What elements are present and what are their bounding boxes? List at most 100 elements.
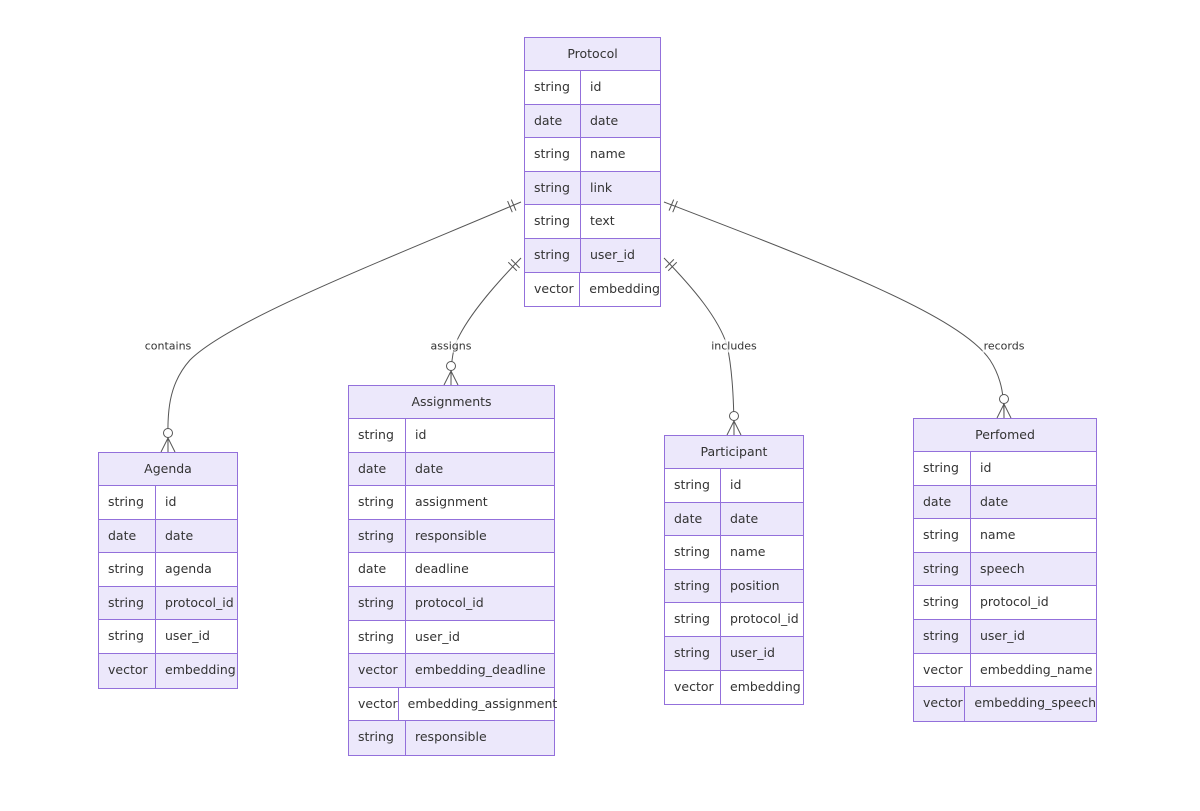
relationship-line bbox=[167, 201, 522, 453]
entity-title: Assignments bbox=[349, 386, 554, 419]
attribute-name: embedding bbox=[589, 280, 660, 296]
attribute-name: embedding bbox=[165, 661, 236, 677]
cardinality-zero-mark bbox=[729, 411, 739, 421]
cardinality-many-mark bbox=[996, 403, 1005, 419]
entity-title: Perfomed bbox=[914, 419, 1096, 452]
attribute-type: string bbox=[525, 238, 581, 272]
attribute-type: string bbox=[525, 71, 581, 104]
attribute-type: string bbox=[914, 586, 971, 619]
attribute-type: string bbox=[349, 486, 406, 519]
attribute-name: name bbox=[730, 544, 766, 560]
attribute-name: embedding_name bbox=[980, 661, 1093, 677]
cardinality-one-mark bbox=[507, 261, 518, 272]
attribute-name: assignment bbox=[415, 494, 488, 510]
attribute-type: string bbox=[525, 205, 581, 238]
cardinality-one-mark bbox=[672, 200, 678, 213]
attribute-row: string user_id bbox=[525, 238, 660, 273]
relationship-label-contains: contains bbox=[143, 339, 193, 353]
relationship-label-assigns: assigns bbox=[429, 339, 473, 353]
cardinality-one-mark bbox=[510, 259, 520, 269]
attribute-name: speech bbox=[980, 560, 1025, 576]
attribute-name: date bbox=[980, 493, 1009, 509]
attribute-name: responsible bbox=[415, 527, 487, 543]
attribute-name: date bbox=[590, 112, 619, 128]
attribute-name: deadline bbox=[415, 561, 469, 577]
attribute-name: date bbox=[415, 460, 444, 476]
attribute-name: embedding bbox=[730, 678, 801, 694]
attribute-type: string bbox=[349, 620, 406, 654]
attribute-type: string bbox=[349, 721, 406, 755]
attribute-row: string user_id bbox=[349, 620, 554, 655]
attribute-type: date bbox=[665, 502, 721, 536]
attribute-type: vector bbox=[914, 653, 971, 687]
attribute-name: protocol_id bbox=[730, 611, 799, 627]
relationship-label-includes: includes bbox=[710, 339, 758, 353]
attribute-name: user_id bbox=[415, 628, 460, 644]
cardinality-many-mark bbox=[450, 370, 459, 386]
attribute-type: string bbox=[914, 519, 971, 552]
attribute-name: responsible bbox=[415, 729, 487, 745]
attribute-type: string bbox=[914, 619, 971, 653]
attribute-type: vector bbox=[349, 654, 406, 687]
attribute-type: vector bbox=[665, 670, 721, 705]
cardinality-one-mark bbox=[510, 199, 517, 211]
cardinality-one-mark bbox=[507, 200, 513, 213]
cardinality-one-mark bbox=[665, 259, 675, 269]
attribute-name: name bbox=[980, 527, 1016, 543]
attribute-type: date bbox=[99, 519, 156, 553]
cardinality-zero-mark bbox=[163, 428, 173, 438]
attribute-name: user_id bbox=[730, 644, 775, 660]
attribute-type: string bbox=[665, 469, 721, 502]
cardinality-many-mark bbox=[726, 420, 735, 436]
attribute-name: date bbox=[730, 510, 759, 526]
attribute-type: string bbox=[665, 603, 721, 636]
attribute-name: embedding_assignment bbox=[407, 695, 558, 711]
attribute-name: protocol_id bbox=[165, 594, 234, 610]
attribute-type: string bbox=[525, 171, 581, 205]
relationship-line bbox=[663, 201, 1005, 419]
attribute-row: string responsible bbox=[349, 721, 554, 755]
relationship-label-records: records bbox=[982, 339, 1026, 353]
attribute-type: string bbox=[665, 536, 721, 569]
attribute-name: user_id bbox=[980, 627, 1025, 643]
attribute-type: vector bbox=[525, 272, 581, 307]
cardinality-many-mark bbox=[1003, 403, 1012, 419]
attribute-name: id bbox=[980, 460, 992, 475]
attribute-row: string assignment bbox=[349, 486, 554, 520]
attribute-row: vector embedding_name bbox=[914, 653, 1096, 688]
entity-title: Agenda bbox=[99, 453, 237, 486]
relationship-line bbox=[450, 257, 522, 386]
attribute-type: string bbox=[349, 586, 406, 620]
attribute-row: string user_id bbox=[914, 619, 1096, 654]
attribute-row: vector embedding bbox=[665, 670, 803, 705]
cardinality-one-mark bbox=[668, 199, 675, 211]
attribute-name: id bbox=[165, 494, 177, 509]
attribute-name: embedding_speech bbox=[974, 695, 1096, 711]
attribute-type: string bbox=[99, 553, 156, 586]
attribute-name: user_id bbox=[590, 246, 635, 262]
attribute-type: date bbox=[914, 485, 971, 519]
attribute-name: id bbox=[415, 427, 427, 442]
attribute-type: string bbox=[99, 586, 156, 620]
